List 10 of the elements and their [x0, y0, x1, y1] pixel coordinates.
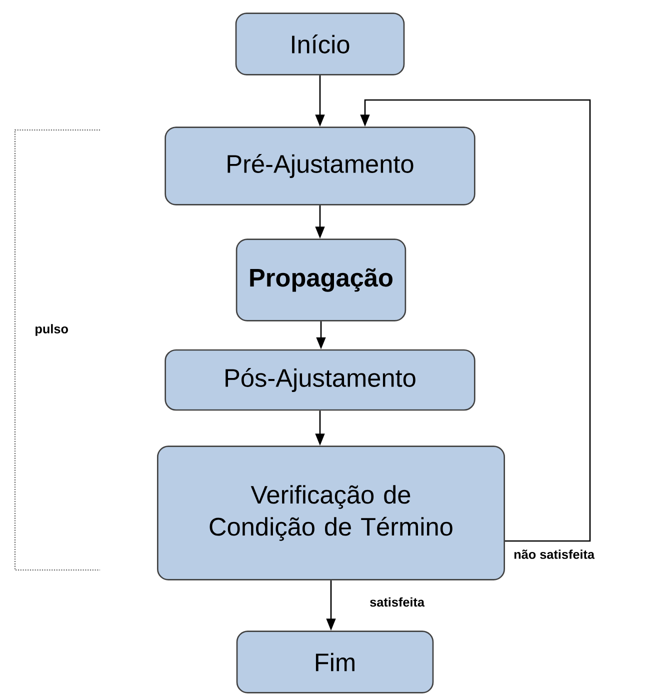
- edge-label: não satisfeita: [512, 548, 596, 560]
- process-box: Pós-Ajustamento: [164, 349, 476, 411]
- edge-label: satisfeita: [368, 596, 426, 608]
- process-box: Propagação: [236, 238, 406, 322]
- process-box: Pré-Ajustamento: [164, 126, 476, 206]
- process-box: Verificação de Condição de Término: [157, 446, 505, 580]
- process-box: Fim: [236, 630, 434, 694]
- bracket-label: pulso: [36, 324, 68, 336]
- process-box: Início: [235, 12, 405, 76]
- arrow: [360, 99, 591, 542]
